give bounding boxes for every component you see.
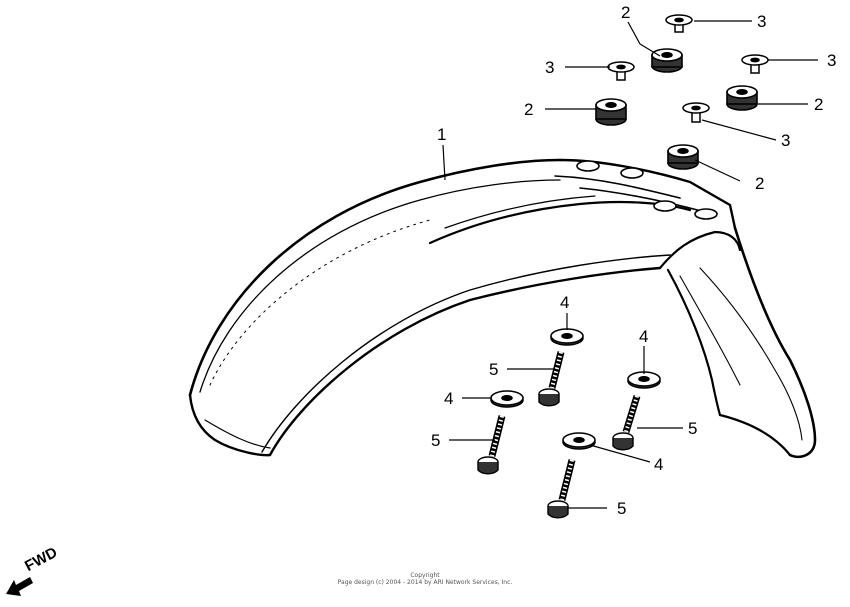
callout-3: 3	[545, 58, 554, 77]
grommet[interactable]	[651, 48, 683, 73]
callout-5: 5	[489, 360, 498, 379]
callout-2: 2	[621, 3, 630, 22]
collar[interactable]	[741, 54, 769, 74]
callout-3: 3	[757, 12, 766, 31]
forward-arrow-icon	[6, 577, 33, 596]
callout-4: 4	[560, 293, 569, 312]
callout-4: 4	[444, 389, 453, 408]
collar[interactable]	[607, 61, 635, 81]
bolt[interactable]	[477, 415, 506, 475]
bolt[interactable]	[547, 459, 576, 519]
callout-2: 2	[524, 100, 533, 119]
leader-lines	[442, 20, 818, 509]
callout-3: 3	[827, 51, 836, 70]
washer[interactable]	[490, 390, 524, 408]
washer[interactable]	[562, 432, 596, 450]
grommet[interactable]	[667, 144, 699, 170]
callout-5: 5	[688, 419, 697, 438]
bolt[interactable]	[612, 394, 641, 451]
callout-4: 4	[639, 327, 648, 346]
collar[interactable]	[665, 14, 693, 33]
callout-4: 4	[654, 455, 663, 474]
grommet[interactable]	[726, 85, 758, 111]
bolt[interactable]	[538, 351, 565, 407]
callout-2: 2	[814, 95, 823, 114]
copyright-line: Copyright	[410, 572, 440, 579]
washer[interactable]	[550, 328, 584, 346]
callout-5: 5	[431, 431, 440, 450]
callout-5: 5	[617, 499, 626, 518]
front-fender[interactable]	[188, 158, 817, 459]
copyright-notice: Page design (c) 2004 - 2014 by ARI Netwo…	[337, 579, 513, 586]
callout-2: 2	[755, 174, 764, 193]
grommet[interactable]	[595, 98, 627, 126]
callout-1: 1	[437, 125, 446, 144]
fender-mounting-holes	[576, 160, 718, 220]
washer[interactable]	[627, 371, 661, 389]
collar[interactable]	[682, 102, 710, 123]
callout-labels: 1 2 2 2 2 3 3 3 3 4 4 4 4 5 5 5 5	[431, 3, 836, 518]
callout-3: 3	[781, 131, 790, 150]
